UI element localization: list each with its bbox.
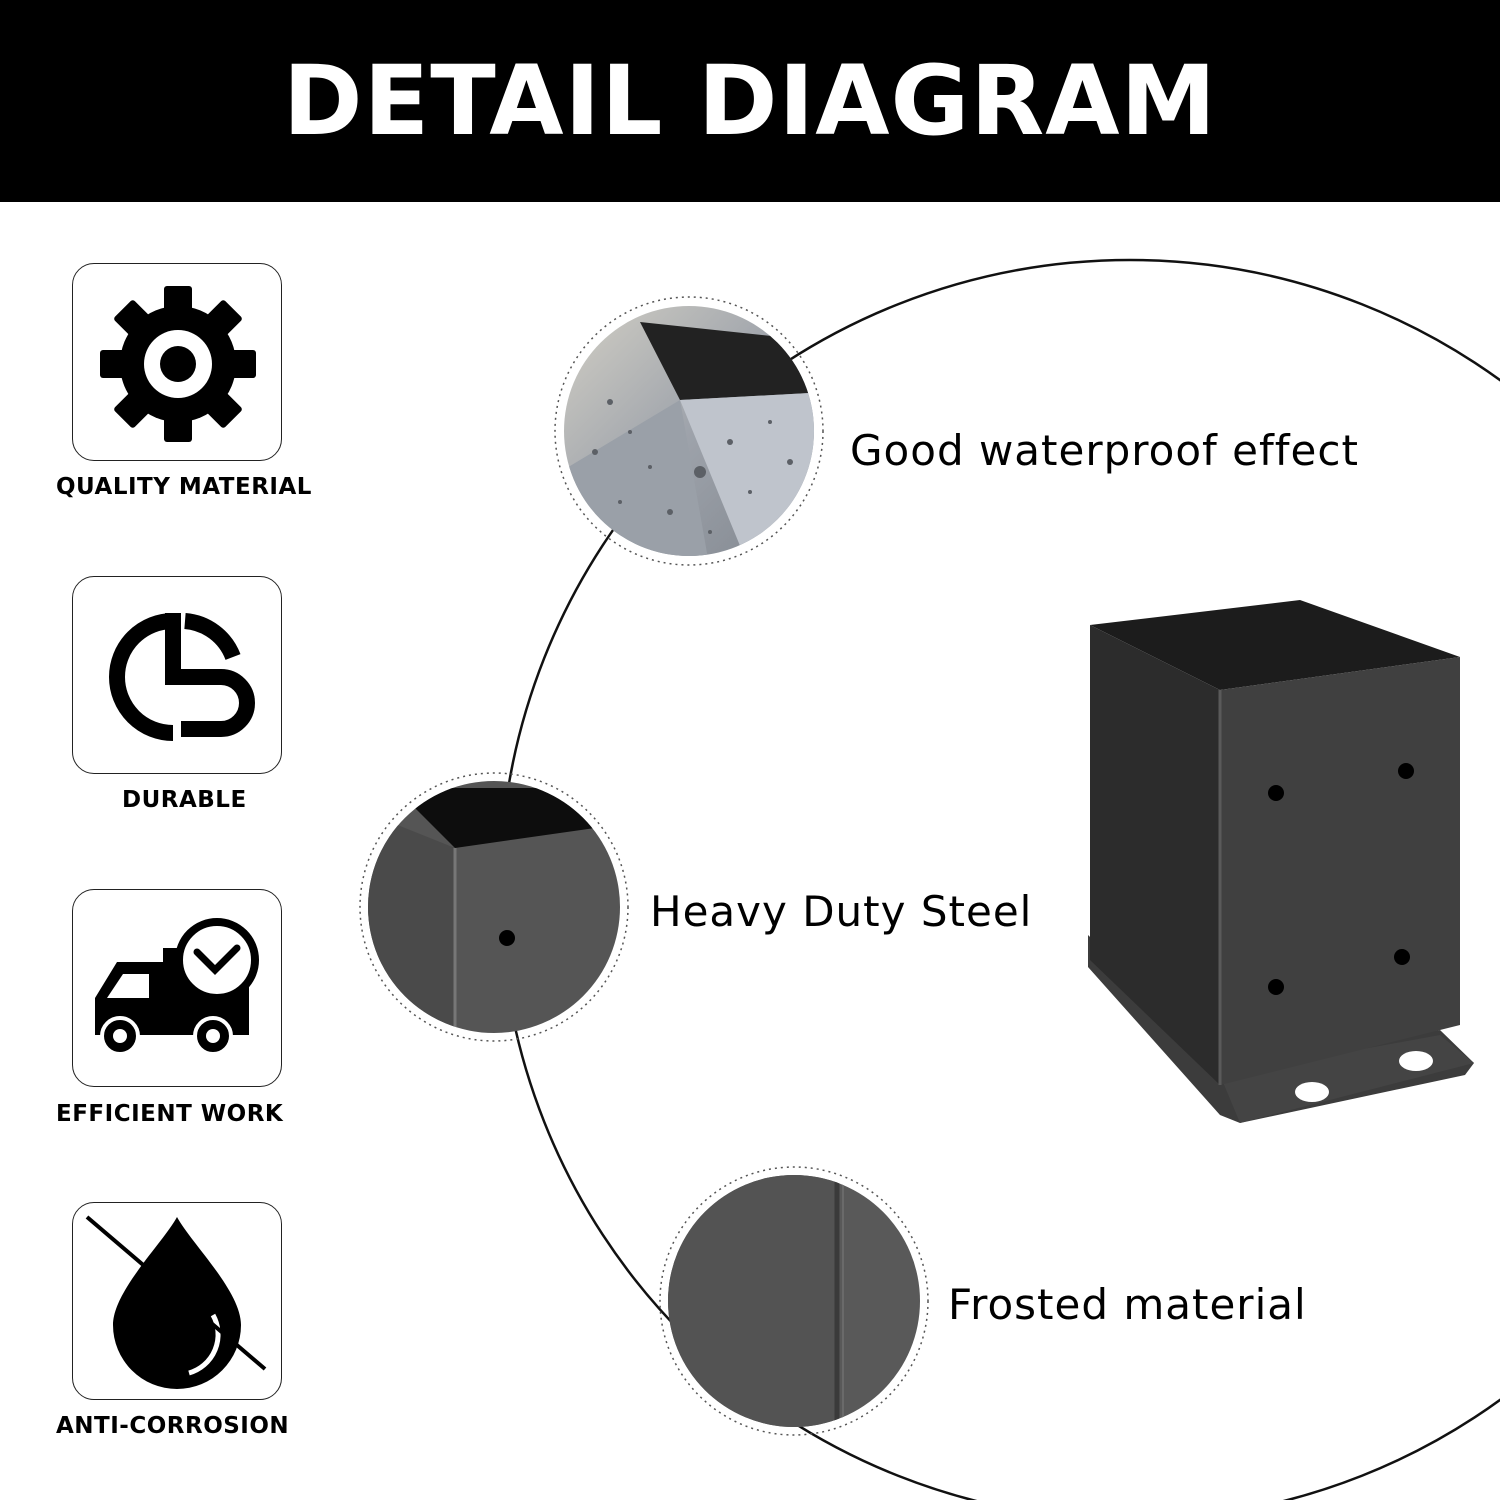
feature-box-anti-corrosion <box>72 1202 282 1400</box>
detail-image-waterproof <box>554 296 824 566</box>
crossed-water-drop-icon <box>85 1215 267 1389</box>
detail-text-frosted-material: Frosted material <box>948 1280 1307 1329</box>
truck-clock-icon <box>95 918 259 1056</box>
detail-text-waterproof: Good waterproof effect <box>850 426 1359 475</box>
feature-label-durable: DURABLE <box>122 787 247 813</box>
product-post-base-image <box>1088 600 1474 1123</box>
feature-box-durable <box>72 576 282 774</box>
page-title: DETAIL DIAGRAM <box>282 45 1218 157</box>
header-banner: DETAIL DIAGRAM <box>0 0 1500 202</box>
feature-label-quality-material: QUALITY MATERIAL <box>56 474 312 500</box>
gear-icon <box>100 286 256 442</box>
detail-image-frosted-material <box>659 1166 929 1436</box>
feature-box-quality-material <box>72 263 282 461</box>
detail-image-heavy-duty-steel <box>359 772 629 1042</box>
feature-label-anti-corrosion: ANTI-CORROSION <box>56 1413 290 1439</box>
cs-logo-icon <box>109 613 255 741</box>
feature-box-efficient-work <box>72 889 282 1087</box>
feature-label-efficient-work: EFFICIENT WORK <box>56 1101 284 1127</box>
detail-text-heavy-duty-steel: Heavy Duty Steel <box>650 887 1033 936</box>
